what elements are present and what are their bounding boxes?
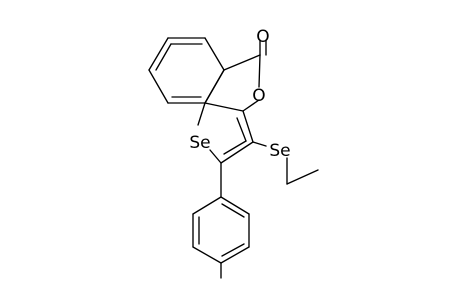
bond (242, 110, 254, 143)
ethylseleno-selenium-label: Se (269, 141, 290, 161)
bond (204, 69, 225, 104)
pyranone-ring (204, 39, 267, 112)
double-bond (223, 140, 247, 155)
ring-selenium-label: Se (189, 133, 210, 153)
bond (192, 246, 222, 264)
bond (197, 102, 206, 126)
bond (148, 69, 169, 104)
bond (220, 141, 254, 164)
bond (209, 149, 222, 164)
tolyl-group (192, 162, 250, 279)
bond (258, 54, 261, 88)
bond (148, 37, 169, 71)
carbonyl-oxygen-label: O (256, 27, 269, 47)
ring-oxygen-label: O (252, 86, 265, 106)
double-bond (155, 43, 172, 71)
bond (252, 141, 267, 147)
double-bond (221, 243, 245, 257)
double-bond (221, 203, 245, 218)
bond (242, 99, 260, 112)
bond (204, 37, 225, 71)
bond (223, 54, 261, 71)
ethylseleno-group (252, 141, 319, 185)
benzene-ring (148, 37, 225, 104)
double-bond (236, 117, 247, 142)
bond (220, 246, 250, 264)
selenophene-ring (197, 102, 254, 164)
bond (192, 196, 222, 215)
bond (204, 102, 244, 112)
bond (286, 169, 319, 185)
bond (220, 196, 250, 215)
